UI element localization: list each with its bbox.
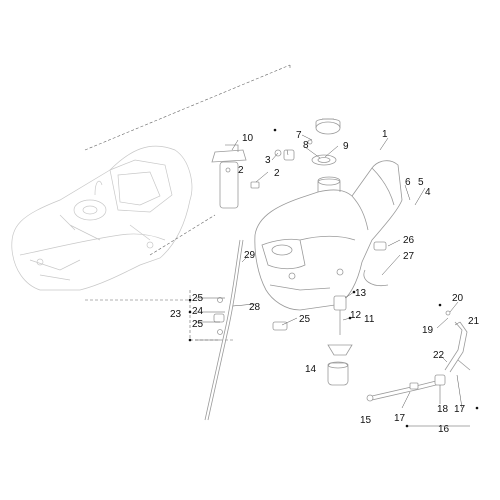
canister [327,361,349,386]
callout-17: 17 [394,413,406,424]
callout-11: 11 [364,314,375,325]
leader-lines [195,134,470,427]
callout-1: 1 [382,129,388,140]
level-sender [327,295,353,356]
callout-2: 2 [274,168,280,179]
callout-17: 17 [454,404,466,415]
clamps [213,297,288,335]
callout-19: 19 [422,325,434,336]
callout-26: 26 [403,235,415,246]
callout-13: 13 [355,288,367,299]
callout-16: 16 [438,424,450,435]
fuel-pump [211,144,247,209]
callout-25: 25 [299,314,311,325]
callout-25: 25 [192,319,204,330]
callout-6: 6 [405,177,411,188]
reference-lines [84,64,291,341]
fuel-cap [307,118,341,166]
callout-29: 29 [244,250,256,261]
callout-9: 9 [343,141,349,152]
callout-25: 25 [192,293,204,304]
fuel-tank [254,160,403,311]
callout-20: 20 [452,293,464,304]
callout-24: 24 [192,306,204,317]
callout-7: 7 [296,130,302,141]
callout-4: 4 [425,187,431,198]
callout-5: 5 [418,177,424,188]
callout-22: 22 [433,350,445,361]
callout-labels: 1 2 2 3 4 5 6 7 8 9 10 11 12 13 14 15 16… [170,129,480,435]
callout-18: 18 [437,404,449,415]
scooter-frame-ghost [11,145,193,291]
callout-23: 23 [170,309,182,320]
hoses [204,239,389,421]
callout-2: 2 [238,165,244,176]
callout-14: 14 [305,364,317,375]
callout-dots [188,128,479,428]
callout-10: 10 [242,133,254,144]
pump-fittings [250,149,295,189]
fuel-line-assembly [366,310,471,402]
callout-12: 12 [350,310,362,321]
callout-28: 28 [249,302,261,313]
callout-27: 27 [403,251,415,262]
callout-15: 15 [360,415,372,426]
callout-3: 3 [265,155,271,166]
callout-21: 21 [468,316,480,327]
callout-8: 8 [303,140,309,151]
